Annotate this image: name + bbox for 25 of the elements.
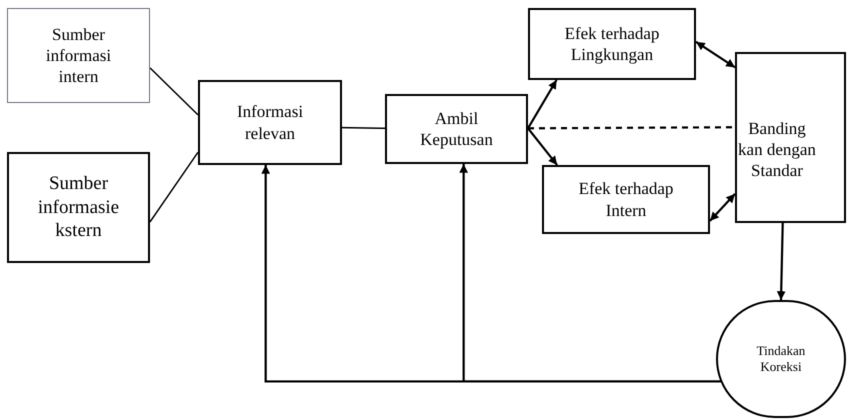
connector-line — [149, 152, 199, 222]
node-label: Ambil Keputusan — [419, 108, 494, 150]
arrow — [527, 79, 558, 129]
node-label: Banding kan dengan Standar — [737, 118, 817, 182]
process-box — [198, 80, 342, 165]
connector-line — [149, 67, 199, 116]
arrow — [776, 222, 786, 300]
process-box — [385, 94, 528, 164]
node-label: Sumber informasie kstern — [36, 172, 120, 244]
process-box — [7, 152, 150, 263]
node-label: Informasi relevan — [236, 101, 304, 144]
arrow — [459, 164, 721, 383]
process-box — [542, 165, 710, 234]
process-box — [735, 52, 846, 223]
arrow — [527, 128, 558, 166]
node-label: Sumber informasi intern — [44, 24, 112, 88]
connector-line — [342, 126, 386, 130]
arrow — [709, 193, 736, 222]
node-label: Efek terhadap Intern — [578, 178, 674, 221]
node-label: Tindakan Koreksi — [756, 342, 806, 376]
connector-line — [528, 126, 735, 130]
process-box — [7, 8, 150, 103]
arrow — [695, 40, 736, 68]
node-label: Efek terhadap Lingkungan — [564, 22, 660, 66]
process-box — [528, 8, 696, 80]
